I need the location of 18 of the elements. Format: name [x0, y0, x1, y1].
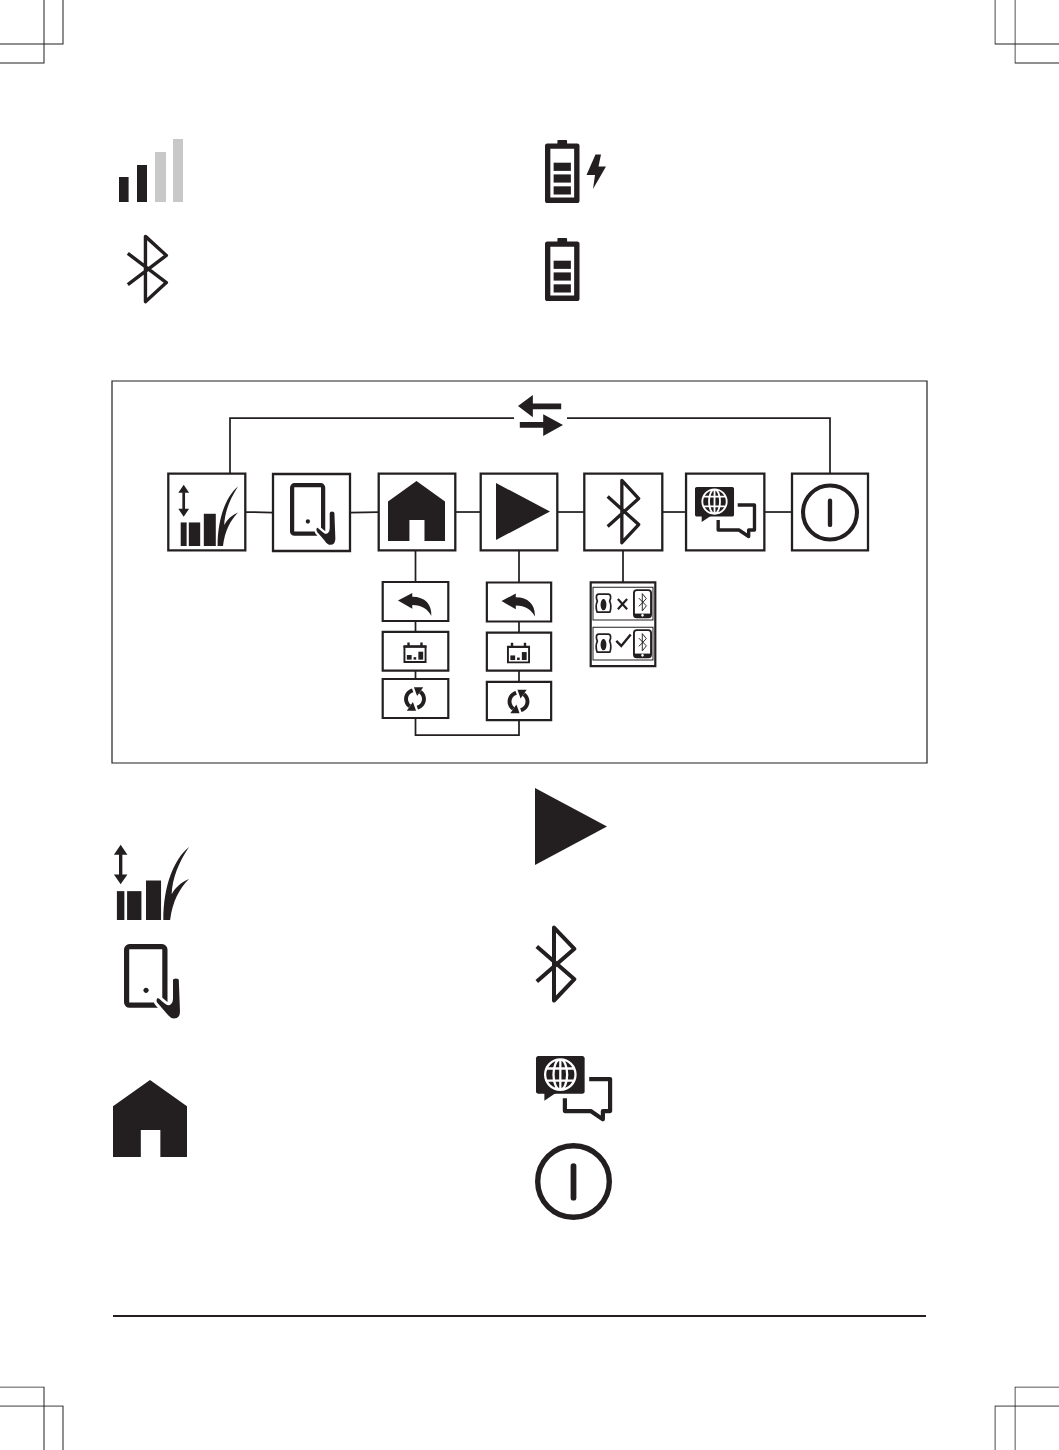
connector-line: [454, 511, 482, 513]
connector-line: [622, 549, 624, 584]
connector-line: [566, 417, 831, 475]
connector-line: [518, 669, 520, 683]
connector-line: [414, 669, 417, 680]
connector-line: [661, 511, 687, 513]
connector-line: [414, 620, 417, 633]
connector-line: [244, 511, 274, 514]
connector-line: [414, 717, 520, 736]
connector-line: [518, 620, 520, 634]
connector-line: [414, 549, 417, 583]
connector-line: [349, 511, 380, 514]
swap-arrows-icon: [518, 395, 563, 436]
connector-line: [763, 511, 793, 513]
connector-line: [229, 417, 515, 475]
submenu-panel: [589, 581, 657, 668]
connector-line: [518, 549, 520, 584]
connector-line: [556, 511, 586, 513]
